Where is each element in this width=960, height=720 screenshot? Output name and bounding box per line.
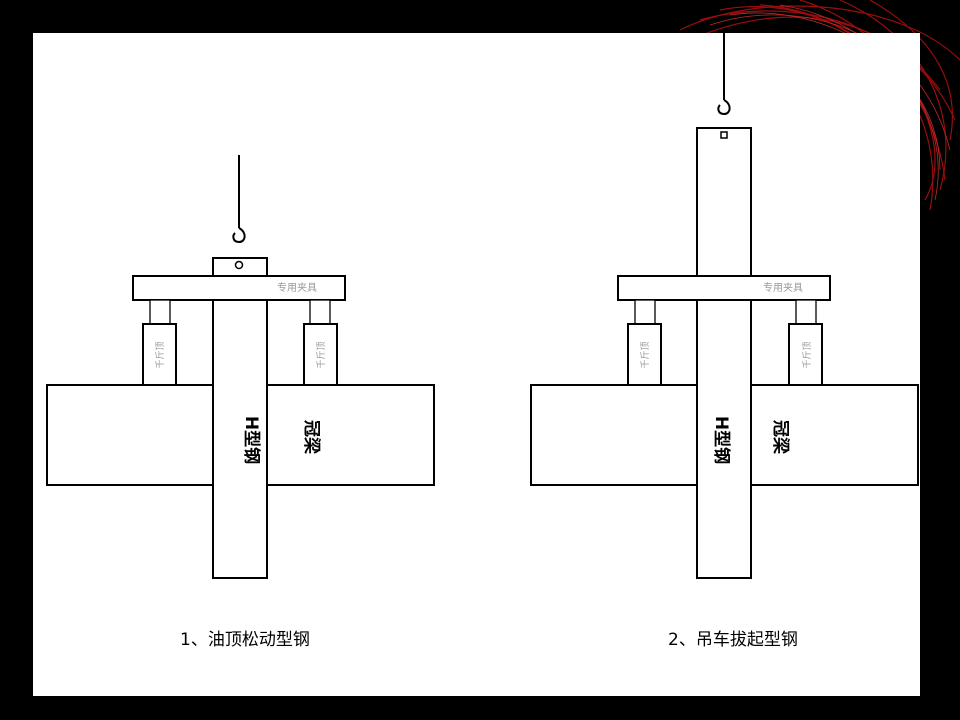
lifting-hole (720, 131, 728, 139)
steel-label: H型钢 (711, 416, 732, 464)
beam-label: 冠梁 (301, 420, 322, 455)
h-steel (696, 127, 752, 579)
jack-right-label: 千斤顶 (802, 341, 813, 368)
diagram-canvas: 专用夹具 千斤顶 千斤顶 H型钢 冠梁 1、油顶松动型钢 专 (33, 33, 920, 696)
diagram-2: 专用夹具 千斤顶 千斤顶 H型钢 冠梁 2、吊车拔起型钢 (530, 33, 919, 650)
fixture-label: 专用夹具 (277, 281, 317, 294)
diagram-1: 专用夹具 千斤顶 千斤顶 H型钢 冠梁 1、油顶松动型钢 (46, 155, 435, 650)
jack-left-stem (149, 299, 171, 325)
beam-label: 冠梁 (770, 420, 791, 455)
h-steel (212, 257, 268, 579)
jack-right-stem (309, 299, 331, 325)
jack-left-label: 千斤顶 (640, 341, 651, 368)
hook-icon (232, 227, 246, 244)
fixture-label: 专用夹具 (763, 281, 803, 294)
diagram-svg: 专用夹具 千斤顶 千斤顶 H型钢 冠梁 1、油顶松动型钢 专 (46, 33, 919, 650)
jack-left (142, 323, 177, 386)
steel-label: H型钢 (241, 416, 262, 464)
hook-icon (717, 99, 731, 116)
jack-left (627, 323, 662, 386)
jack-left-stem (634, 299, 656, 325)
lifting-hole (234, 260, 244, 270)
caption-2: 2、吊车拔起型钢 (668, 630, 798, 650)
fixture (617, 275, 831, 301)
jack-right-label: 千斤顶 (316, 341, 327, 368)
jack-left-label: 千斤顶 (155, 341, 166, 368)
jack-right (788, 323, 823, 386)
caption-1: 1、油顶松动型钢 (180, 630, 310, 650)
jack-right-stem (795, 299, 817, 325)
jack-right (303, 323, 338, 386)
fixture (132, 275, 346, 301)
